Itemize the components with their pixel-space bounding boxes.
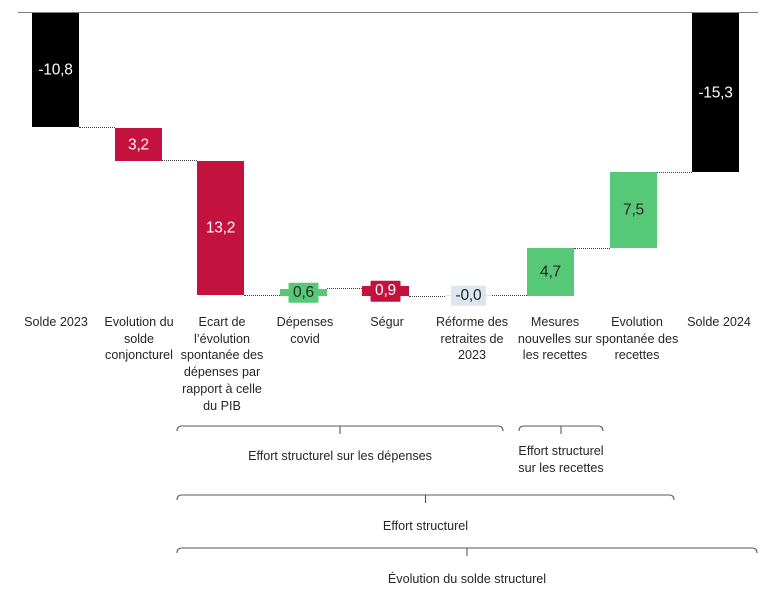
connector-5 [409,296,445,297]
bar-value-label-evolution-solde-conjoncturel: 3,2 [128,135,149,153]
bracket-effort-structurel-label: Effort structurel [382,519,469,533]
connector-3 [244,295,280,296]
bar-value-label-evolution-spontanee-recettes: 7,5 [623,201,644,219]
cat-segur: Ségur [370,315,404,329]
bar-rect-evolution-spontanee-recettes [610,172,657,248]
cat-solde-2023: Solde 2023 [24,315,88,329]
bar-segur[interactable]: 0,9 [362,280,409,302]
connector-1 [79,127,115,128]
connector-8 [657,172,692,173]
bar-solde-2023[interactable]: -10,8 [32,13,79,127]
bar-rect-ecart-evolution-spontanee-depenses [197,161,244,295]
plot-area: -10,8 3,2 13,2 0,6 0,9 -0,0 4,7 7,5 -15,3 [18,12,758,306]
bracket-effort-structurel-recettes-label: Effort structurel sur les recettes [518,444,604,475]
cat-evolution-solde-conjoncturel: Evolution du solde conjoncturel [104,315,174,363]
bar-value-label-segur: 0,9 [370,280,401,302]
bar-rect-mesures-nouvelles-recettes [527,248,574,296]
bar-value-label-mesures-nouvelles-recettes: 4,7 [540,263,561,281]
bar-solde-2024[interactable]: -15,3 [692,13,739,172]
bar-ecart-evolution-spontanee-depenses[interactable]: 13,2 [197,161,244,295]
bar-rect-solde-2024 [692,13,739,172]
cat-ecart-evolution: Ecart de l’évolution spontanée des dépen… [180,315,264,413]
bar-value-label-reforme-retraites-2023: -0,0 [450,285,487,306]
cat-evolution-recettes: Evolution spontanée des recettes [595,315,679,363]
bar-reforme-retraites-2023[interactable]: -0,0 [445,285,492,306]
bar-rect-evolution-solde-conjoncturel [115,128,162,161]
connector-7 [574,248,610,249]
bar-evolution-solde-conjoncturel[interactable]: 3,2 [115,128,162,161]
bar-mesures-nouvelles-recettes[interactable]: 4,7 [527,248,574,296]
cat-reforme-retraites: Réforme des retraites de 2023 [435,315,509,363]
bracket-effort-structurel-depenses-label: Effort structurel sur les dépenses [248,449,432,463]
connector-4 [327,288,362,289]
cat-solde-2024: Solde 2024 [687,315,751,329]
connector-2 [162,160,197,161]
cat-depenses-covid: Dépenses covid [276,315,334,346]
zero-axis-line [18,12,758,13]
bar-evolution-spontanee-recettes[interactable]: 7,5 [610,172,657,248]
bar-value-label-solde-2024: -15,3 [698,83,733,101]
bar-value-label-solde-2023: -10,8 [38,61,73,79]
connector-6 [492,295,527,296]
cat-mesures-nouvelles: Mesures nouvelles sur les recettes [517,315,593,363]
bracket-evolution-solde-structurel-label: Évolution du solde structurel [387,572,547,586]
bar-value-label-ecart-evolution-spontanee-depenses: 13,2 [205,219,236,237]
bar-rect-solde-2023 [32,13,79,127]
bar-value-label-depenses-covid: 0,6 [288,282,319,303]
bar-depenses-covid[interactable]: 0,6 [280,282,327,303]
